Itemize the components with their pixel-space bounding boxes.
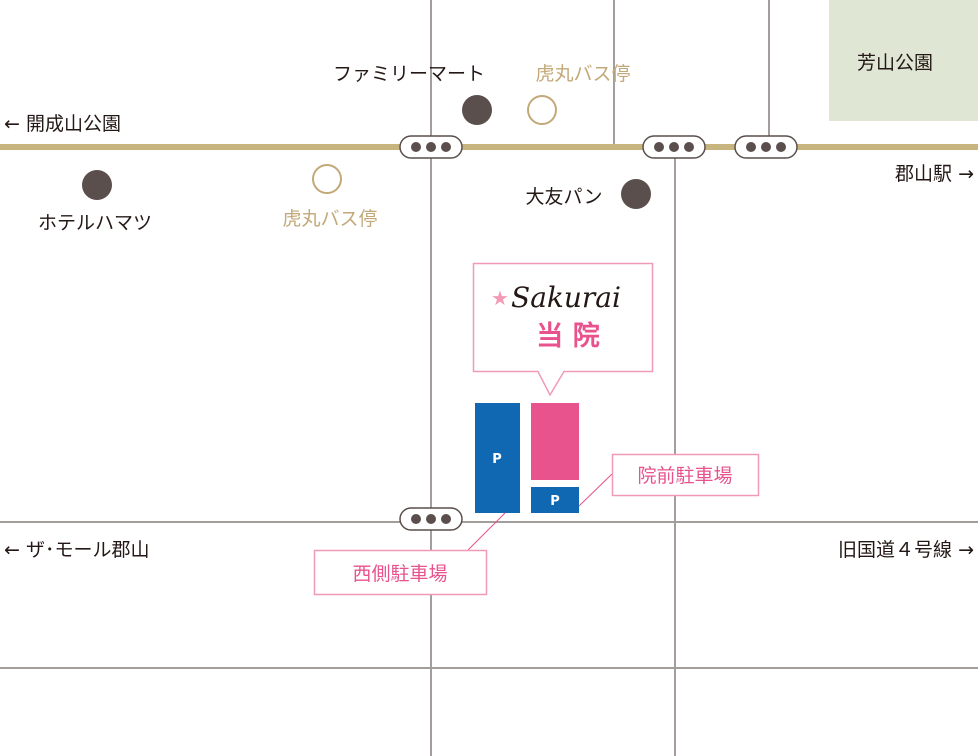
hotel-label: ホテルハマツ: [38, 212, 152, 234]
front-lot-label: 院前駐車場: [637, 465, 732, 487]
familymart-label: ファミリーマート: [333, 63, 485, 85]
bus-stop-marker-icon: [312, 164, 342, 194]
clinic-label: 当 院: [536, 320, 599, 352]
traffic-light-icon: [399, 507, 463, 531]
otomo-pan-marker-icon: [621, 179, 651, 209]
bus-stop-marker-icon: [527, 95, 557, 125]
park-label: 芳山公園: [857, 52, 933, 74]
traffic-light-icon: [642, 135, 706, 159]
west-parking-lot: [475, 403, 520, 513]
direction-kaiseizan: ← 開成山公園: [4, 113, 121, 135]
front-lot-label-box: [611, 453, 760, 497]
direction-the-mall: ← ザ･モール郡山: [4, 539, 149, 561]
clinic-building: [531, 403, 579, 480]
direction-koriyama-station: 郡山駅 →: [895, 163, 974, 185]
otomo-pan-label: 大友パン: [526, 186, 603, 208]
traffic-light-icon: [734, 135, 798, 159]
bus-stop-label: 虎丸バス停: [535, 63, 630, 85]
west-lot-label-box: [313, 549, 488, 596]
traffic-light-icon: [399, 135, 463, 159]
park-area: [829, 0, 978, 121]
parking-symbol: P: [492, 452, 502, 467]
bus-stop-label: 虎丸バス停: [282, 208, 377, 230]
sakura-icon: ★: [491, 286, 509, 310]
west-lot-label: 西側駐車場: [352, 563, 447, 585]
parking-symbol: P: [550, 494, 560, 509]
front-parking-lot: [531, 487, 579, 513]
clinic-callout: [472, 262, 654, 397]
leader-line: [467, 512, 506, 551]
hotel-marker-icon: [82, 170, 112, 200]
clinic-brand: Sakurai: [511, 281, 621, 314]
familymart-marker-icon: [462, 95, 492, 125]
direction-route4: 旧国道４号線 →: [838, 539, 974, 561]
leader-line: [578, 473, 613, 507]
